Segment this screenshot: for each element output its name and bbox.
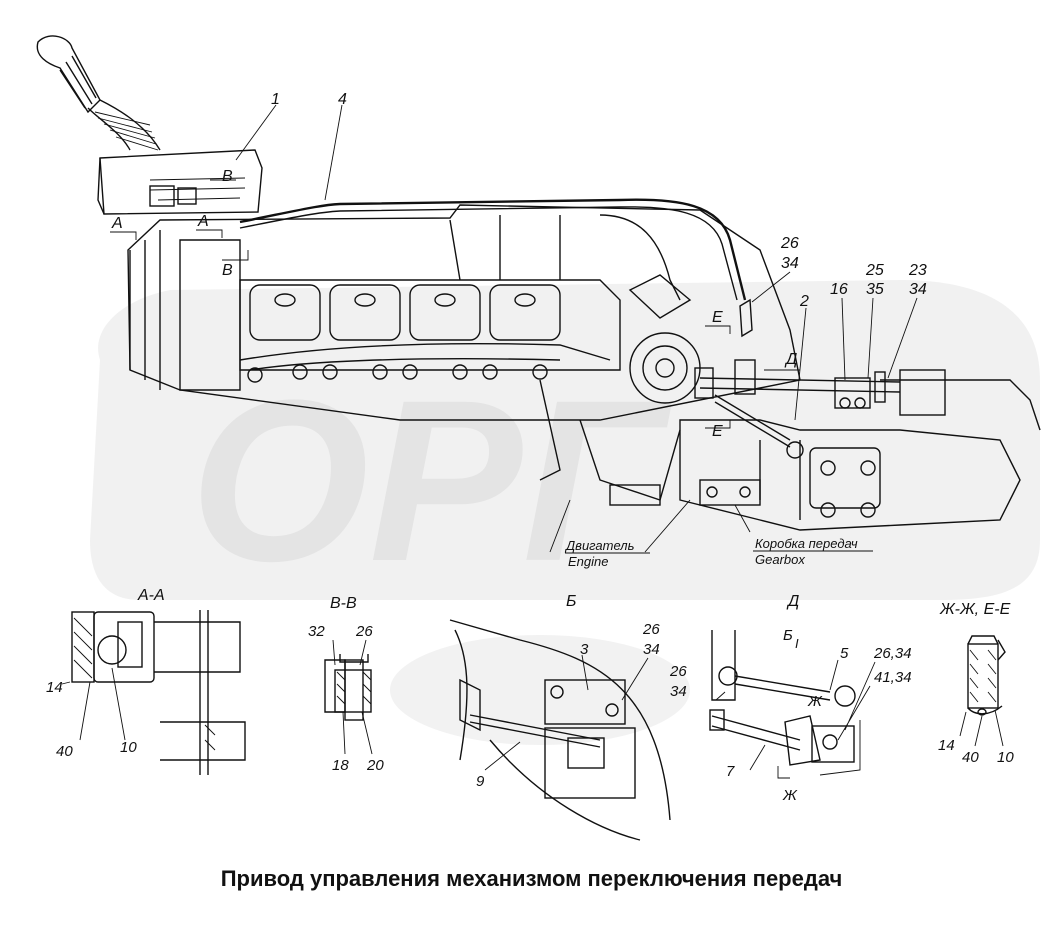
d-callout-b1: Б [783, 627, 793, 644]
aa-callout-40: 40 [56, 743, 73, 760]
d-callout-5: 5 [840, 645, 849, 662]
zh-callout-10: 10 [997, 749, 1014, 766]
view-zh-ee-title: Ж-Ж, Е-Е [939, 601, 1011, 618]
zh-callout-40: 40 [962, 749, 979, 766]
gearbox-label-en: Gearbox [755, 552, 805, 567]
vv-callout-18: 18 [332, 757, 349, 774]
view-b-title: Б [566, 593, 576, 610]
callout-23: 23 [908, 262, 927, 279]
d-callout-41-34: 41,34 [874, 669, 912, 686]
callout-1: 1 [271, 91, 280, 108]
shift-rod-2 [694, 298, 901, 459]
gearbox-body [679, 369, 1041, 531]
vv-callout-32: 32 [308, 623, 325, 640]
aa-callout-10: 10 [120, 739, 137, 756]
d-callout-b1-sub: I [795, 636, 799, 651]
view-vv-title: В-В [330, 595, 357, 612]
watermark-text: ОРГ [190, 352, 672, 609]
control-rod-4 [239, 198, 747, 301]
engine-body [127, 204, 801, 506]
b-callout-3: 3 [580, 641, 589, 658]
view-vv [324, 639, 373, 755]
view-d [709, 630, 876, 779]
watermark-logo: ОРГ [90, 280, 1040, 745]
d-callout-zh-lower: Ж [782, 787, 798, 804]
gearbox-label-ru: Коробка передач [755, 536, 858, 551]
d-callout-26-34: 26,34 [873, 645, 912, 662]
zh-callout-14: 14 [938, 737, 955, 754]
d-callout-34: 34 [670, 683, 687, 700]
section-mark-a-mid: A [197, 213, 209, 230]
aa-callout-14: 14 [46, 679, 63, 696]
d-callout-zh-upper: Ж [807, 693, 823, 710]
gear-lever-assembly [36, 35, 263, 215]
drawing-caption: Привод управления механизмом переключени… [220, 866, 843, 891]
view-b [449, 619, 671, 841]
label-underlines [565, 550, 873, 554]
callout-34-top: 34 [781, 255, 799, 272]
d-callout-7: 7 [726, 763, 735, 780]
section-mark-e-bottom: E [712, 423, 723, 440]
callout-16: 16 [830, 281, 848, 298]
callout-34-right: 34 [909, 281, 927, 298]
section-mark-b-lower: B [222, 262, 233, 279]
engine-label-en: Engine [568, 554, 608, 569]
callout-25: 25 [865, 262, 884, 279]
leader-lines-main [110, 104, 918, 553]
view-zh-ee [959, 635, 1006, 747]
view-aa [61, 610, 246, 775]
d-callout-26: 26 [669, 663, 687, 680]
b-callout-9: 9 [476, 773, 485, 790]
b-callout-26: 26 [642, 621, 660, 638]
callout-26-top: 26 [780, 235, 799, 252]
callout-4: 4 [338, 91, 347, 108]
b-callout-34: 34 [643, 641, 660, 658]
section-mark-b-upper: B [222, 168, 233, 185]
section-mark-a-left: A [111, 215, 123, 232]
section-mark-e-top: E [712, 309, 723, 326]
view-aa-title: А-А [137, 587, 165, 604]
engine-label-ru: Двигатель [564, 538, 635, 553]
vv-callout-20: 20 [366, 757, 384, 774]
section-mark-d-arrow: Д [784, 351, 797, 368]
callout-35: 35 [866, 281, 884, 298]
view-d-title: Д [786, 593, 799, 610]
vv-callout-26: 26 [355, 623, 373, 640]
callout-2: 2 [799, 293, 809, 310]
